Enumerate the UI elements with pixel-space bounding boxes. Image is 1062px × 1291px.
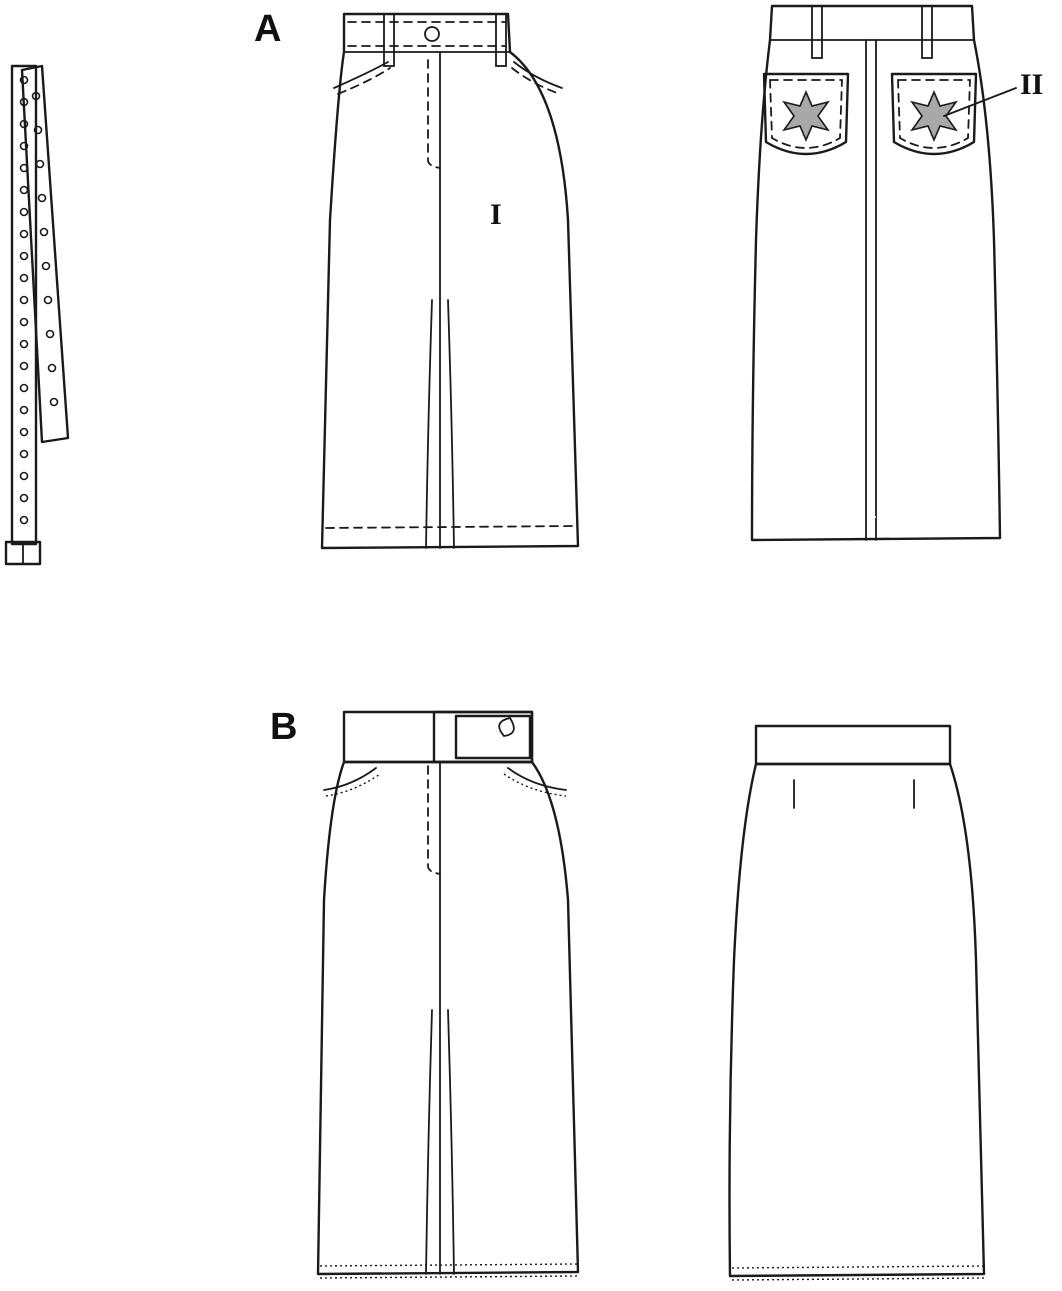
belt-eyelets	[19, 75, 59, 525]
star-icon	[910, 89, 958, 143]
skirt-b-back	[728, 724, 986, 1281]
belt-loops-front	[383, 13, 507, 67]
belt	[4, 64, 70, 566]
belt-long-strap	[10, 64, 38, 546]
part-label-ii: II	[1020, 68, 1044, 101]
part-label-i: I	[490, 198, 502, 231]
skirt-b-front	[316, 710, 580, 1279]
belt-loop-back-left	[811, 5, 823, 59]
back-pocket-right	[890, 72, 978, 156]
leader-line-ii	[943, 87, 1017, 117]
skirt-a-front	[320, 12, 580, 550]
wide-waistband-back	[754, 724, 952, 766]
waist-button	[424, 26, 440, 42]
back-pocket-left	[762, 72, 850, 156]
waistband-clasp	[498, 717, 515, 737]
skirt-a-back	[750, 4, 1017, 542]
star-icon	[782, 89, 830, 143]
belt-loop-back-right	[921, 5, 933, 59]
view-label-b: B	[270, 706, 298, 748]
belt-folded-strap	[20, 64, 70, 444]
view-label-a: A	[254, 8, 282, 50]
